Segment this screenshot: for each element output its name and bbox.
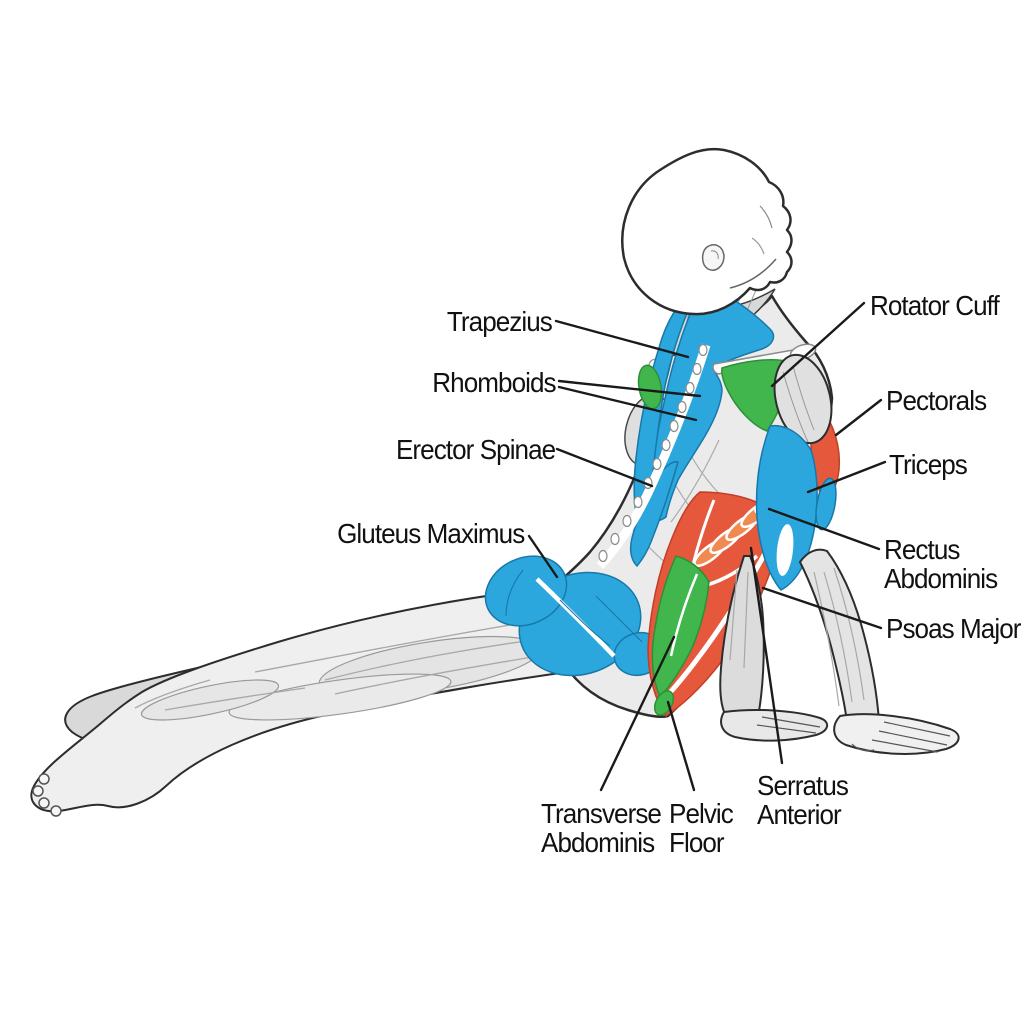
label-triceps: Triceps xyxy=(889,449,968,480)
label-text: Pelvic xyxy=(669,798,734,829)
spine-vertebrae-chain xyxy=(598,343,708,563)
label-text: Psoas Major xyxy=(886,613,1021,644)
label-text: Floor xyxy=(669,827,725,858)
rotator-cuff-highlight xyxy=(721,359,792,432)
calf-muscle-shape xyxy=(140,679,280,721)
thigh-muscle-shape xyxy=(228,673,452,721)
gluteus-striation-lines xyxy=(505,569,643,647)
face-detail-lines xyxy=(710,205,777,289)
label-text: Gluteus Maximus xyxy=(336,518,525,549)
label-gluteus-maximus: Gluteus Maximus xyxy=(336,518,525,549)
label-rhomboids: Rhomboids xyxy=(432,367,557,398)
triceps-lateral-head-highlight xyxy=(815,477,837,531)
muscle-striation-lines-far-forearm xyxy=(729,569,749,669)
label-transverse-abdominis: Transverse Abdominis xyxy=(541,798,662,858)
toes xyxy=(32,773,62,817)
label-text: Serratus xyxy=(757,770,849,801)
label-pelvic-floor: Pelvic Floor xyxy=(669,798,734,858)
label-text: Abdominis xyxy=(541,827,655,858)
obliques-transverse-highlight xyxy=(651,555,710,698)
near-hand-finger-lines xyxy=(851,721,951,753)
erector-spinae-leader-line xyxy=(555,447,654,488)
label-text: Rectus xyxy=(884,534,960,565)
pelvic-floor-highlight xyxy=(653,690,675,716)
triceps-group xyxy=(755,424,837,591)
label-text: Anterior xyxy=(757,799,842,830)
far-hand-finger-lines xyxy=(756,716,821,734)
near-forearm xyxy=(798,548,881,728)
rotator-cuff-leader-line xyxy=(770,301,866,388)
muscle-striation-lines-near-forearm xyxy=(813,567,865,707)
label-psoas-major: Psoas Major xyxy=(886,614,1021,643)
leader-lines xyxy=(527,301,887,792)
label-text: Triceps xyxy=(889,449,968,480)
label-text: Transverse xyxy=(541,798,662,829)
far-hand xyxy=(720,709,828,742)
rectus-abdominis-leader-line xyxy=(767,507,881,551)
triceps-highlight xyxy=(755,424,818,591)
muscle-striation-lines-deltoid xyxy=(782,365,815,443)
label-rectus-abdominis: Rectus Abdominis xyxy=(884,534,998,594)
head xyxy=(621,147,793,316)
ear xyxy=(701,244,725,271)
label-rotator-cuff: Rotator Cuff xyxy=(870,290,1000,321)
label-text: Rotator Cuff xyxy=(870,290,1000,321)
rhomboids-leader-line-1 xyxy=(557,379,702,398)
label-text: Trapezius xyxy=(446,306,553,337)
triceps-leader-line xyxy=(806,460,887,494)
triceps-tendon-gap xyxy=(776,524,794,576)
label-text: Abdominis xyxy=(884,563,998,594)
label-serratus-anterior: Serratus Anterior xyxy=(757,770,849,830)
label-pectorals: Pectorals xyxy=(886,385,987,416)
pelvic-floor-leader-line xyxy=(666,700,696,792)
label-text: Pectorals xyxy=(886,385,987,416)
label-text: Rhomboids xyxy=(432,367,557,398)
gluteus-separation-line xyxy=(535,577,616,658)
serratus-anterior-leader-line xyxy=(749,546,784,765)
transverse-abdominis-leader-line xyxy=(599,635,676,792)
label-text: Erector Spinae xyxy=(395,434,556,465)
psoas-major-leader-line xyxy=(761,586,883,630)
gluteus-upper-lobe-highlight xyxy=(484,555,568,627)
pectorals-leader-line xyxy=(834,398,883,437)
label-trapezius: Trapezius xyxy=(446,306,553,337)
gluteus-maximus-leader-line xyxy=(527,534,559,579)
rhomboids-leader-line-2 xyxy=(557,385,698,422)
obliques-separation-line xyxy=(669,573,699,657)
label-erector-spinae: Erector Spinae xyxy=(395,434,556,465)
trapezius-leader-line xyxy=(554,319,690,359)
spine-gap xyxy=(596,343,711,570)
